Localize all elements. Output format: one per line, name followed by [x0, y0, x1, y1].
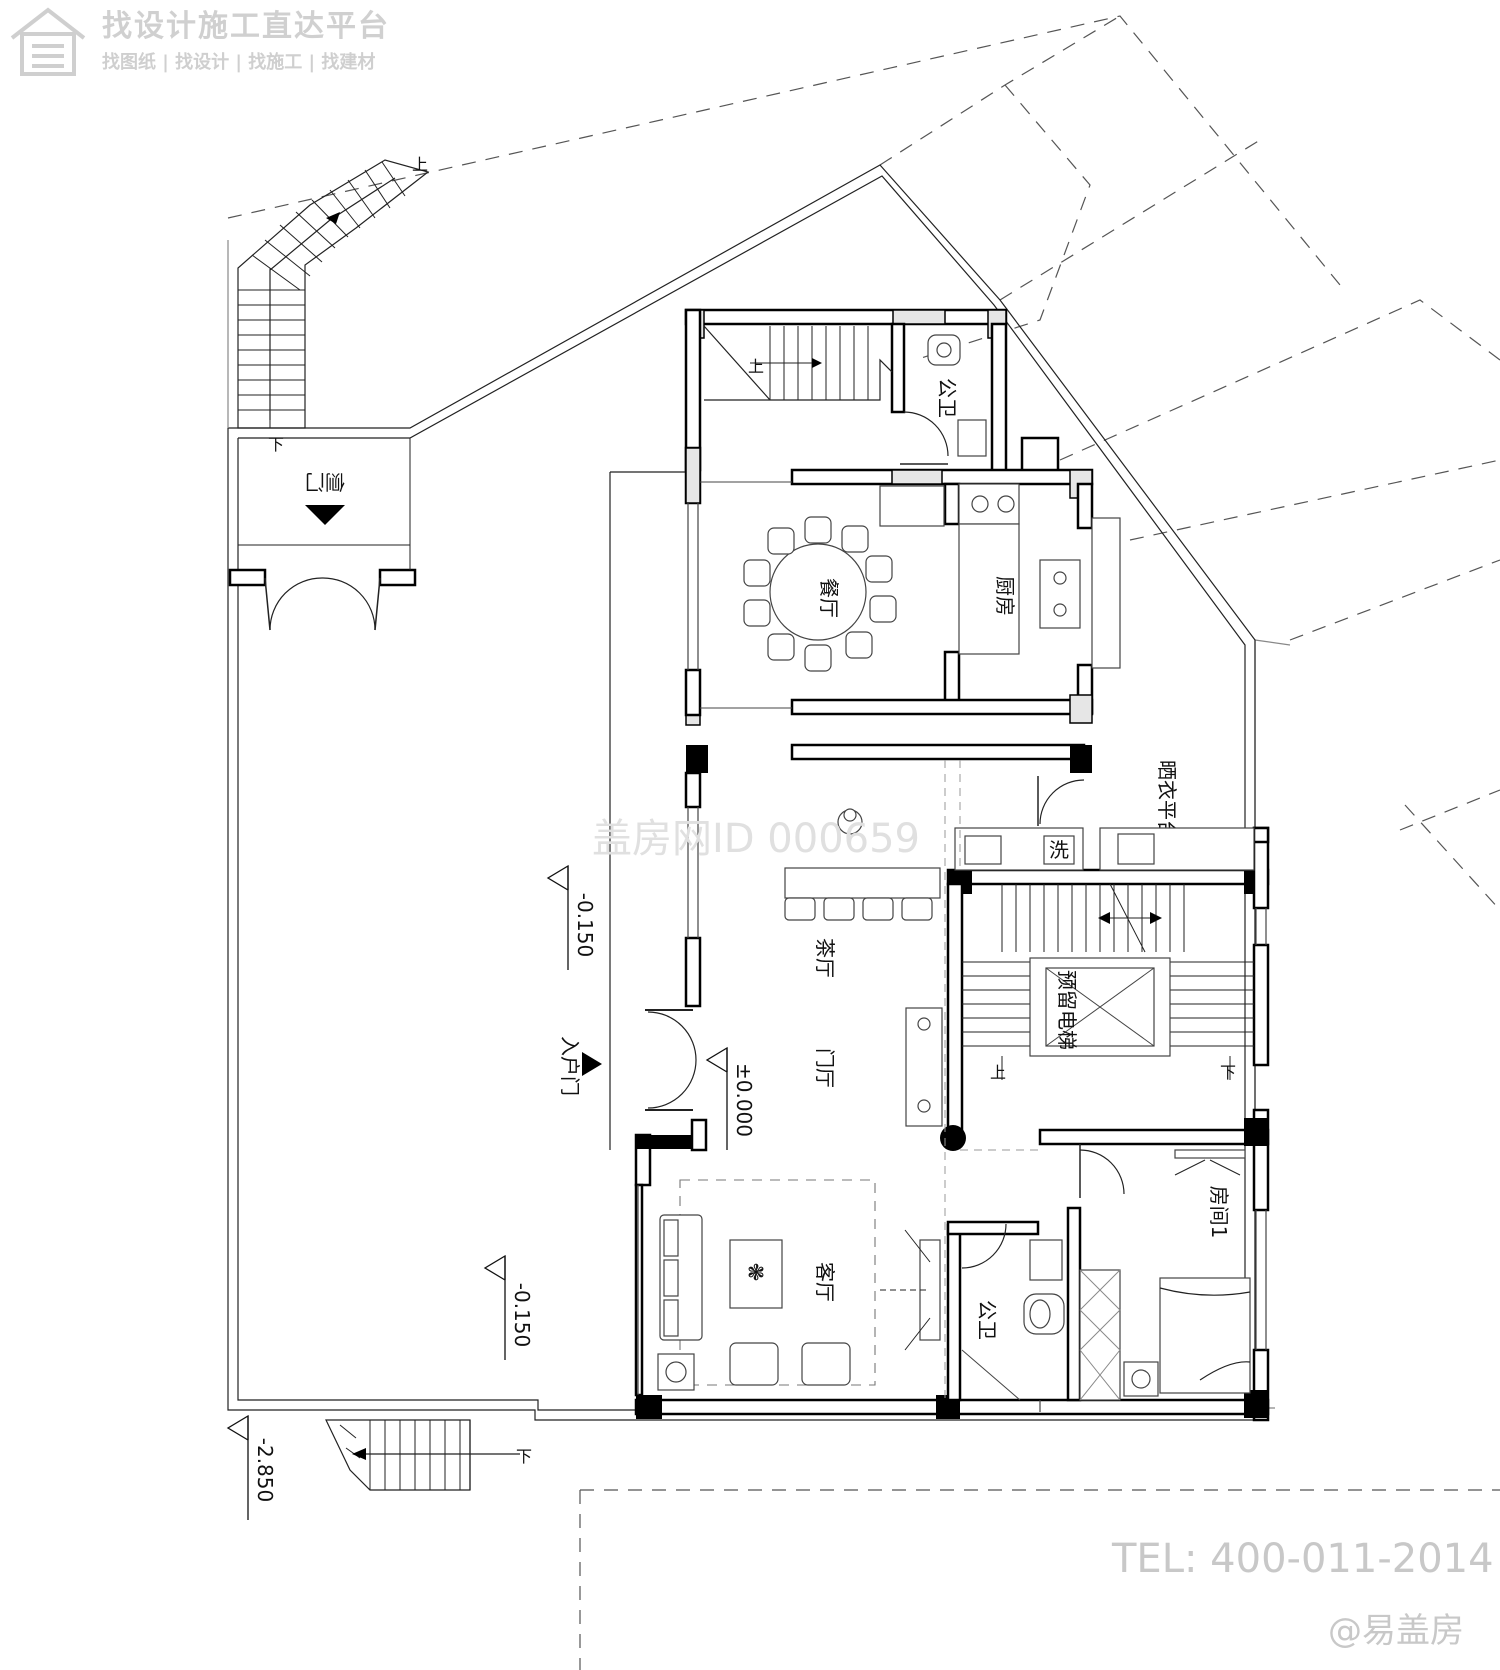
room-tea: 洗 茶厅 [784, 760, 1084, 1400]
side-door-label: 侧门 [305, 470, 345, 494]
stair-down-label-bottom: 下 [516, 1447, 532, 1466]
watermark-center-id: 盖房网ID 000659 [592, 816, 920, 862]
house-logo-icon [10, 7, 86, 76]
watermark-brand: @易盖房 [1328, 1611, 1464, 1651]
room-living: ❃ 客厅 [657, 1179, 941, 1391]
stair-down-label-top: 下 [268, 435, 284, 454]
foyer-label: 门厅 [813, 1048, 837, 1088]
coffee-table [729, 1239, 783, 1309]
level-outside: -2.850 [253, 1438, 277, 1502]
level-mark-outside: -2.850 [226, 1414, 277, 1520]
room-bedroom1: 房间1 [1079, 1144, 1251, 1401]
kitchen-sink-icon [1039, 559, 1081, 629]
living-label: 客厅 [813, 1262, 837, 1302]
dining-table [743, 516, 897, 672]
dining-label: 餐厅 [817, 578, 841, 618]
wardrobe [1079, 1269, 1121, 1401]
tea-table [784, 867, 941, 899]
washer-icon [1043, 835, 1075, 865]
elevator-shaft: 预留电梯 [1029, 957, 1171, 1057]
interior-stair-top: 上 [703, 325, 893, 401]
room-dining: 餐厅 [700, 481, 945, 709]
stove-icon [971, 495, 1015, 513]
level-mark-ground: ±0.000 [705, 1046, 756, 1150]
room-drying-terrace: 晒衣平台 [1037, 760, 1255, 871]
watermark-logo: 找设计施工直达平台 找图纸 | 找设计 | 找施工 | 找建材 [10, 7, 390, 76]
public-wc-bottom-label: 公卫 [975, 1300, 999, 1340]
tea-room-label: 茶厅 [813, 938, 837, 978]
bedroom1-label: 房间1 [1207, 1186, 1231, 1239]
room-staircase: 预留电梯 上 下 [962, 883, 1254, 1082]
room-foyer: 门厅 [813, 1007, 1040, 1151]
terrace-outline [227, 164, 1256, 1421]
side-door[interactable]: 侧门 [228, 438, 417, 631]
entrance-label: 入户门 [558, 1036, 582, 1096]
stair-up-label-interior: 上 [748, 357, 764, 376]
drying-terrace-label: 晒衣平台 [1155, 760, 1179, 840]
level-terrace-left: -0.150 [573, 893, 597, 957]
carpet-ornament-icon: ❃ [747, 1261, 765, 1286]
sofa [659, 1214, 703, 1341]
side-door-arrow-icon [305, 505, 345, 525]
stair-up-label-main: 上 [990, 1063, 1006, 1082]
bed [1159, 1277, 1251, 1394]
elevator-label: 预留电梯 [1055, 970, 1079, 1050]
building-walls [634, 308, 1270, 1422]
wc-sink-icon [1029, 1239, 1063, 1281]
level-mark-terrace-bottom: -0.150 [483, 1254, 534, 1360]
building-window-lines [637, 503, 1267, 1412]
room-public-wc-bottom: 公卫 [961, 1223, 1065, 1401]
exterior-stair-bottom: 下 [325, 1419, 532, 1491]
wash-label: 洗 [1049, 838, 1069, 862]
level-terrace-bottom: -0.150 [510, 1283, 534, 1347]
entrance-door[interactable]: 入户门 [558, 471, 697, 1150]
sink-icon [957, 419, 987, 457]
kitchen-label: 厨房 [993, 576, 1017, 616]
stair-up-label-top: 上 [412, 155, 428, 174]
level-mark-terrace-left: -0.150 [546, 864, 597, 970]
room-kitchen: 厨房 [958, 483, 1121, 669]
watermark-title: 找设计施工直达平台 [102, 9, 390, 44]
level-ground: ±0.000 [732, 1063, 756, 1137]
watermark-phone: TEL: 400-011-2014 [1111, 1536, 1494, 1582]
room-public-wc-top: 公卫 [900, 334, 987, 465]
tv-cabinet [880, 1229, 941, 1351]
entrance-arrow-icon [582, 1052, 602, 1076]
stair-down-label-main: 下 [1220, 1063, 1236, 1082]
watermark-subtitle: 找图纸 | 找设计 | 找施工 | 找建材 [102, 51, 375, 73]
exterior-stair-top: 下 上 [237, 155, 430, 454]
public-wc-top-label: 公卫 [935, 378, 959, 418]
